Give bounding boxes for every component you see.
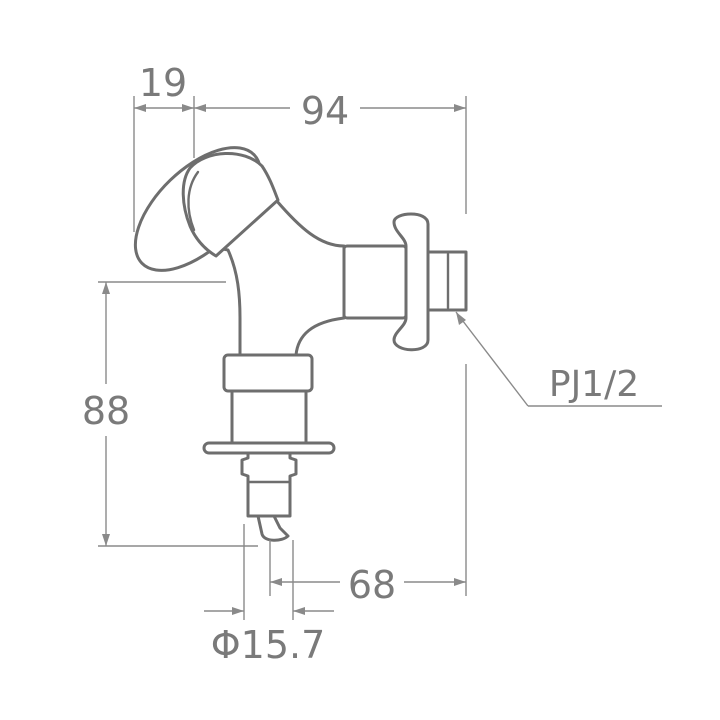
arrow-94-right bbox=[454, 104, 466, 112]
dimension-labels: 19 94 88 68 Φ15.7 PJ1/2 bbox=[82, 61, 639, 667]
dimension-lines bbox=[102, 104, 662, 615]
arrow-19-left bbox=[134, 104, 146, 112]
arrow-88-top bbox=[102, 282, 110, 294]
label-88: 88 bbox=[82, 389, 130, 433]
hose-adapter bbox=[240, 451, 298, 518]
label-94: 94 bbox=[301, 89, 349, 133]
lower-body bbox=[230, 389, 308, 445]
inlet-fitting bbox=[342, 244, 408, 320]
arrow-hose-right bbox=[293, 607, 305, 615]
handle-cap bbox=[181, 152, 280, 258]
collar-nut bbox=[222, 353, 314, 393]
arrow-hose-left bbox=[232, 607, 244, 615]
arrow-leader bbox=[456, 312, 466, 325]
inlet-flange bbox=[392, 212, 430, 352]
spout-tip bbox=[256, 514, 290, 542]
faucet-outline bbox=[133, 146, 468, 542]
handle-cap-edge bbox=[187, 170, 200, 232]
leader-thread bbox=[455, 311, 529, 407]
arrow-88-bottom bbox=[102, 534, 110, 546]
arrow-19-right bbox=[182, 104, 194, 112]
label-19: 19 bbox=[139, 61, 187, 105]
label-thread-spec: PJ1/2 bbox=[549, 364, 639, 405]
faucet-body bbox=[216, 198, 346, 357]
extension-lines bbox=[98, 96, 467, 620]
label-68: 68 bbox=[348, 563, 396, 607]
arrow-68-left bbox=[270, 578, 282, 586]
label-hose-diameter: Φ15.7 bbox=[211, 623, 326, 667]
arrow-94-left bbox=[194, 104, 206, 112]
arrow-68-right bbox=[454, 578, 466, 586]
